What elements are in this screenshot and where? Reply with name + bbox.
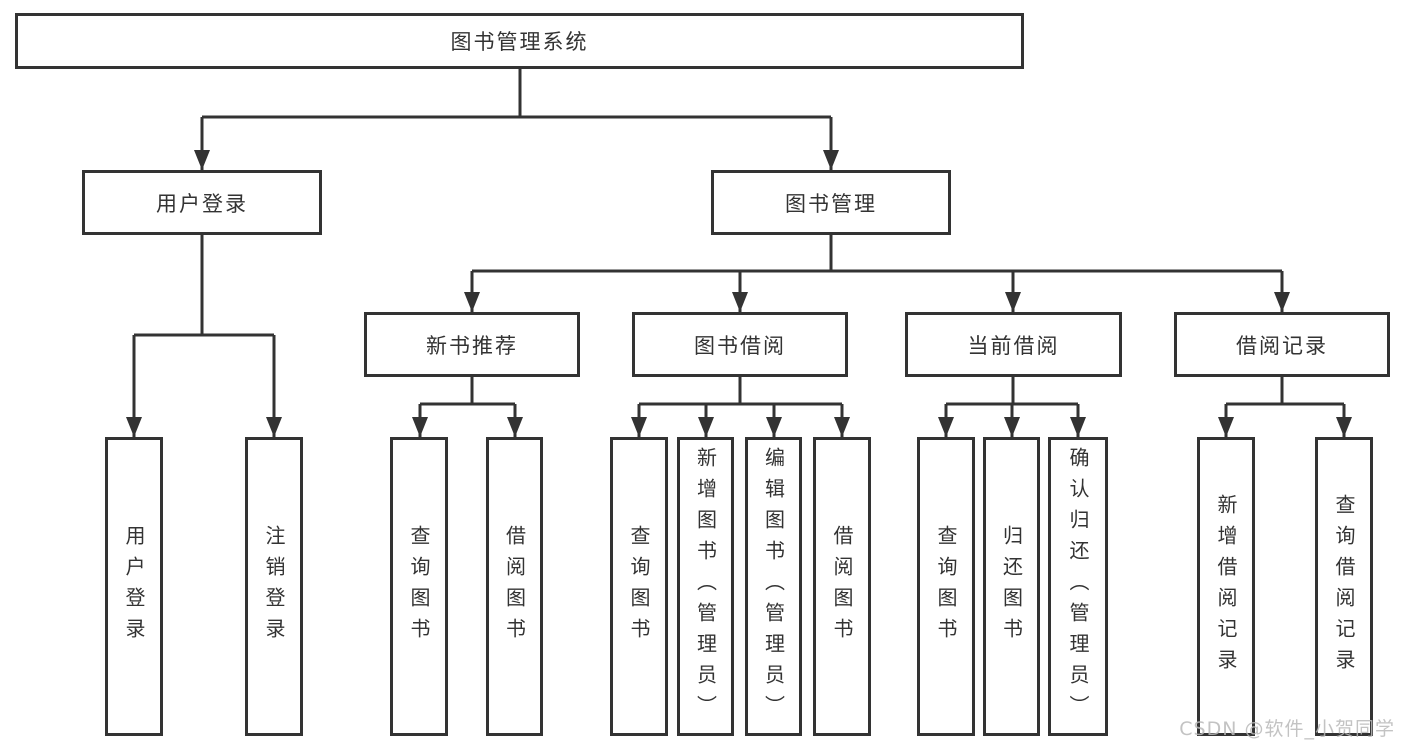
node-label: 归还图书 (999, 524, 1024, 649)
node-user-login-action: 用户登录 (105, 437, 163, 736)
node-label: 注销登录 (262, 524, 286, 649)
node-new-book-recommendation: 新书推荐 (364, 312, 580, 377)
node-label: 确认归还（管理员） (1066, 447, 1090, 726)
node-label: 新书推荐 (426, 333, 518, 358)
node-label: 查询图书 (407, 524, 431, 649)
node-book-management: 图书管理 (711, 170, 951, 235)
node-label: 编辑图书（管理员） (761, 447, 786, 726)
node-query-books-recommend: 查询图书 (390, 437, 448, 736)
node-borrow-books-borrowing: 借阅图书 (813, 437, 871, 736)
node-edit-books-admin: 编辑图书（管理员） (745, 437, 802, 736)
node-label: 新增图书（管理员） (693, 447, 718, 726)
node-label: 图书借阅 (694, 333, 786, 358)
node-add-books-admin: 新增图书（管理员） (677, 437, 734, 736)
node-label: 图书管理系统 (450, 30, 589, 54)
node-label: 借阅记录 (1236, 333, 1328, 358)
node-label: 查询图书 (627, 524, 651, 649)
node-borrowing-records: 借阅记录 (1174, 312, 1390, 377)
node-label: 用户登录 (156, 191, 248, 216)
node-label: 用户登录 (122, 524, 146, 649)
node-label: 借阅图书 (502, 524, 527, 649)
csdn-watermark: CSDN @软件_小贺同学 (1179, 718, 1395, 740)
node-label: 图书管理 (785, 191, 877, 216)
node-query-books-current: 查询图书 (917, 437, 975, 736)
node-label: 查询借阅记录 (1332, 493, 1356, 680)
node-label: 借阅图书 (830, 524, 854, 649)
node-current-borrowing: 当前借阅 (905, 312, 1122, 377)
node-return-books: 归还图书 (983, 437, 1040, 736)
node-label: 当前借阅 (967, 333, 1060, 358)
node-label: 新增借阅记录 (1214, 493, 1238, 680)
node-confirm-return-admin: 确认归还（管理员） (1048, 437, 1108, 736)
node-query-borrow-record: 查询借阅记录 (1315, 437, 1373, 736)
node-book-borrowing: 图书借阅 (632, 312, 848, 377)
node-label: 查询图书 (934, 524, 958, 649)
node-borrow-books-recommend: 借阅图书 (486, 437, 543, 736)
node-query-books-borrowing: 查询图书 (610, 437, 668, 736)
node-logout: 注销登录 (245, 437, 303, 736)
node-user-login: 用户登录 (82, 170, 322, 235)
node-library-management-system: 图书管理系统 (15, 13, 1024, 69)
node-add-borrow-record: 新增借阅记录 (1197, 437, 1255, 736)
